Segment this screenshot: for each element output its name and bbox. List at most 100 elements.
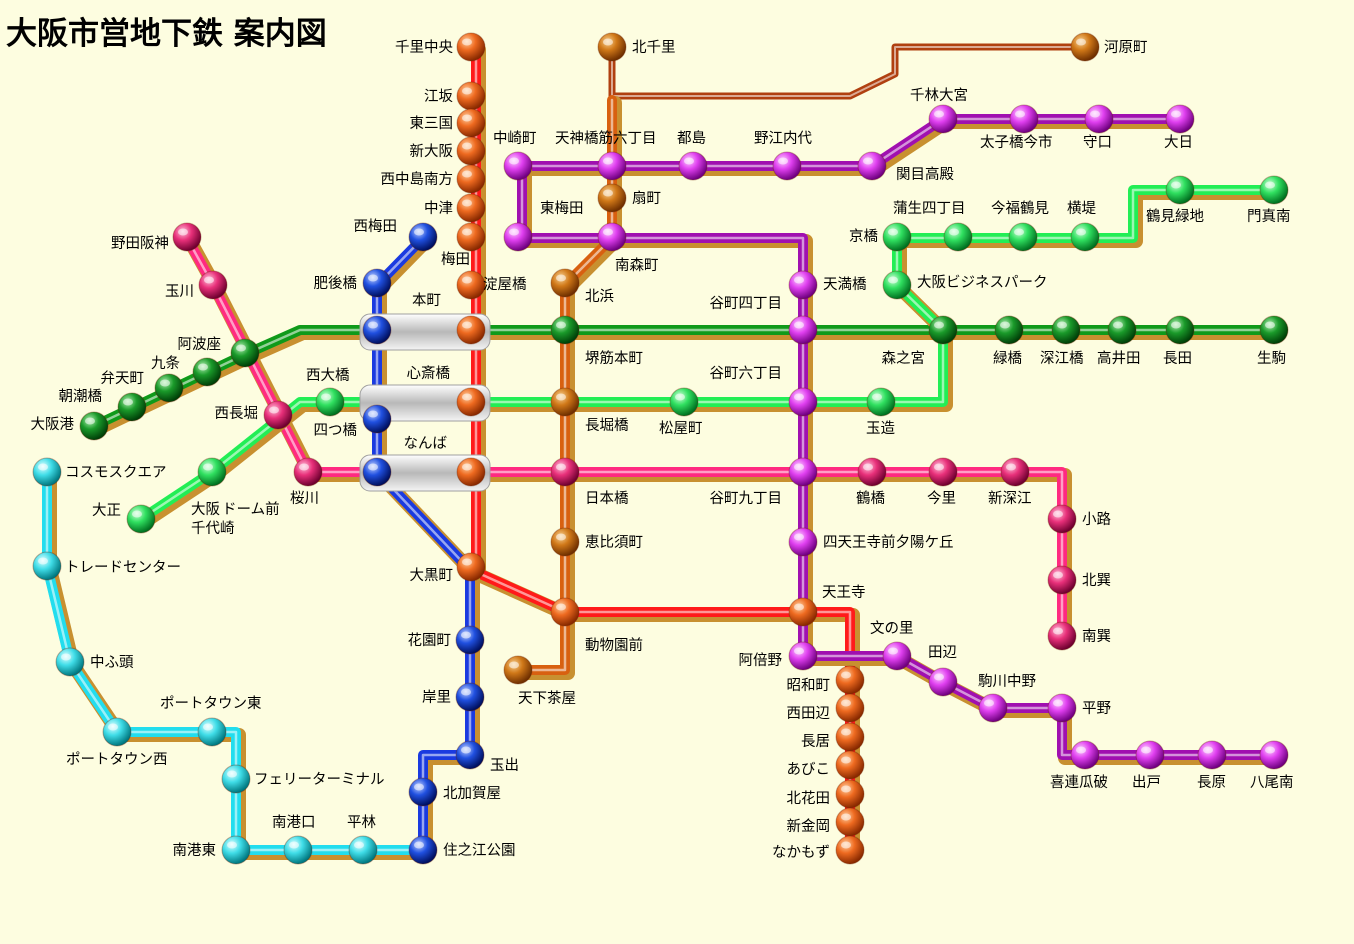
station-marker[interactable] (788, 597, 818, 627)
station-marker[interactable] (456, 222, 486, 252)
station-marker[interactable] (315, 387, 345, 417)
station-marker[interactable] (857, 457, 887, 487)
station-marker[interactable] (882, 641, 912, 671)
station-marker[interactable] (788, 315, 818, 345)
station-marker[interactable] (456, 108, 486, 138)
station-marker[interactable] (1259, 740, 1289, 770)
station-marker[interactable] (455, 740, 485, 770)
station-marker[interactable] (455, 682, 485, 712)
station-marker[interactable] (198, 270, 228, 300)
station-marker[interactable] (456, 32, 486, 62)
station-marker[interactable] (928, 667, 958, 697)
station-marker[interactable] (928, 457, 958, 487)
station-marker[interactable] (788, 527, 818, 557)
station-marker[interactable] (102, 717, 132, 747)
station-marker[interactable] (1135, 740, 1165, 770)
station-marker[interactable] (550, 597, 580, 627)
station-marker[interactable] (1008, 222, 1038, 252)
station-marker[interactable] (154, 373, 184, 403)
station-marker[interactable] (455, 625, 485, 655)
station-marker[interactable] (362, 457, 392, 487)
station-marker[interactable] (456, 270, 486, 300)
station-marker[interactable] (1051, 315, 1081, 345)
station-marker[interactable] (1197, 740, 1227, 770)
station-marker[interactable] (172, 222, 202, 252)
station-marker[interactable] (597, 151, 627, 181)
station-marker[interactable] (1107, 315, 1137, 345)
station-marker[interactable] (362, 315, 392, 345)
station-marker[interactable] (994, 315, 1024, 345)
station-marker[interactable] (866, 387, 896, 417)
station-marker[interactable] (788, 270, 818, 300)
station-marker[interactable] (1070, 222, 1100, 252)
station-marker[interactable] (408, 222, 438, 252)
station-marker[interactable] (1047, 693, 1077, 723)
station-marker[interactable] (835, 722, 865, 752)
station-marker[interactable] (408, 835, 438, 865)
station-marker[interactable] (550, 457, 580, 487)
station-marker[interactable] (835, 807, 865, 837)
station-marker[interactable] (197, 457, 227, 487)
station-marker[interactable] (978, 693, 1008, 723)
station-marker[interactable] (32, 457, 62, 487)
station-marker[interactable] (1047, 621, 1077, 651)
station-marker[interactable] (943, 222, 973, 252)
station-marker[interactable] (1070, 32, 1100, 62)
station-marker[interactable] (221, 835, 251, 865)
station-marker[interactable] (772, 151, 802, 181)
station-marker[interactable] (456, 193, 486, 223)
station-marker[interactable] (456, 457, 486, 487)
station-marker[interactable] (788, 387, 818, 417)
station-marker[interactable] (1070, 740, 1100, 770)
station-marker[interactable] (882, 270, 912, 300)
station-marker[interactable] (550, 315, 580, 345)
station-marker[interactable] (882, 222, 912, 252)
station-marker[interactable] (597, 32, 627, 62)
station-marker[interactable] (835, 779, 865, 809)
station-marker[interactable] (928, 104, 958, 134)
station-marker[interactable] (362, 268, 392, 298)
station-marker[interactable] (1165, 104, 1195, 134)
station-marker[interactable] (835, 750, 865, 780)
station-marker[interactable] (362, 404, 392, 434)
station-marker[interactable] (126, 504, 156, 534)
station-marker[interactable] (79, 411, 109, 441)
station-marker[interactable] (1165, 175, 1195, 205)
station-marker[interactable] (263, 400, 293, 430)
station-marker[interactable] (1165, 315, 1195, 345)
station-marker[interactable] (230, 338, 260, 368)
station-marker[interactable] (1047, 565, 1077, 595)
station-marker[interactable] (857, 151, 887, 181)
station-marker[interactable] (503, 151, 533, 181)
station-marker[interactable] (835, 835, 865, 865)
station-marker[interactable] (1009, 104, 1039, 134)
station-marker[interactable] (503, 655, 533, 685)
station-marker[interactable] (1047, 504, 1077, 534)
station-marker[interactable] (32, 551, 62, 581)
station-marker[interactable] (192, 357, 222, 387)
station-marker[interactable] (197, 717, 227, 747)
station-marker[interactable] (550, 527, 580, 557)
station-marker[interactable] (597, 183, 627, 213)
station-marker[interactable] (456, 164, 486, 194)
station-marker[interactable] (55, 647, 85, 677)
station-marker[interactable] (293, 457, 323, 487)
station-marker[interactable] (456, 81, 486, 111)
station-marker[interactable] (1000, 457, 1030, 487)
station-marker[interactable] (1084, 104, 1114, 134)
station-marker[interactable] (1259, 175, 1289, 205)
station-marker[interactable] (835, 665, 865, 695)
station-marker[interactable] (503, 222, 533, 252)
station-marker[interactable] (283, 835, 313, 865)
station-marker[interactable] (348, 835, 378, 865)
station-marker[interactable] (597, 222, 627, 252)
station-marker[interactable] (456, 136, 486, 166)
station-marker[interactable] (550, 387, 580, 417)
station-marker[interactable] (1259, 315, 1289, 345)
station-marker[interactable] (117, 392, 147, 422)
station-marker[interactable] (835, 693, 865, 723)
station-marker[interactable] (788, 641, 818, 671)
station-marker[interactable] (408, 777, 438, 807)
station-marker[interactable] (788, 457, 818, 487)
station-marker[interactable] (669, 387, 699, 417)
